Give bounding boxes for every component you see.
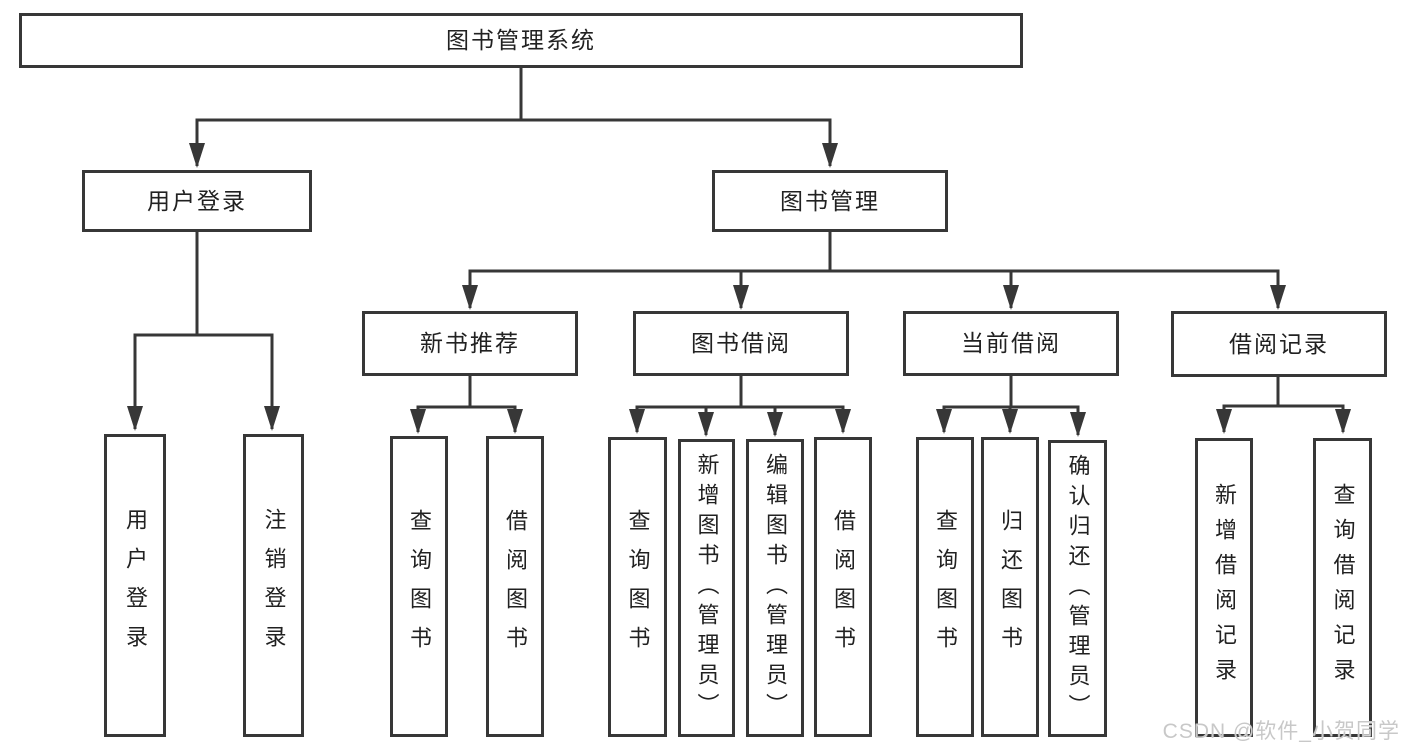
node-label: 查询图书: [407, 508, 432, 665]
edge-book-mgmt-bus: [468, 232, 1280, 273]
node-query-books-borrowing: 查询图书: [608, 437, 667, 737]
node-query-books-current: 查询图书: [916, 437, 974, 737]
node-borrowing-records: 借阅记录: [1171, 311, 1387, 377]
node-user-login: 用户登录: [82, 170, 312, 232]
node-label: 确认归还（管理员）: [1065, 453, 1091, 724]
node-label: 新书推荐: [420, 330, 520, 356]
node-label: 归还图书: [998, 509, 1023, 665]
node-label: 新增借阅记录: [1212, 482, 1237, 693]
node-label: 借阅记录: [1229, 330, 1329, 357]
node-user-login-action: 用户登录: [104, 434, 166, 737]
node-query-borrow-record: 查询借阅记录: [1313, 438, 1372, 737]
node-label: 查询借阅记录: [1330, 482, 1356, 693]
node-label: 编辑图书（管理员）: [763, 453, 788, 723]
node-label: 查询图书: [625, 509, 651, 665]
node-label: 图书借阅: [691, 330, 791, 356]
edge-new-rec-bus: [416, 376, 517, 409]
node-label: 新增图书（管理员）: [694, 453, 720, 723]
node-label: 借阅图书: [831, 509, 856, 665]
edge-book-borrow-bus: [635, 376, 845, 409]
node-label: 用户登录: [123, 507, 148, 664]
node-label: 当前借阅: [961, 330, 1061, 356]
node-query-books-recommend: 查询图书: [390, 436, 448, 737]
edge-root-bus: [195, 68, 832, 122]
node-label: 图书管理: [780, 187, 880, 214]
edge-user-login-bus: [133, 232, 274, 337]
node-edit-books-admin: 编辑图书（管理员）: [746, 439, 804, 737]
node-current-borrowing: 当前借阅: [903, 311, 1119, 376]
csdn-watermark: CSDN @软件_小贺同学: [1162, 720, 1400, 743]
edge-cur-borrow-bus: [942, 376, 1080, 409]
node-new-book-recommend: 新书推荐: [362, 311, 578, 376]
node-confirm-return-admin: 确认归还（管理员）: [1048, 440, 1107, 737]
node-library-system: 图书管理系统: [19, 13, 1023, 68]
edge-records-bus: [1222, 377, 1345, 408]
node-label: 注销登录: [261, 507, 287, 664]
node-label: 用户登录: [147, 187, 247, 214]
node-label: 借阅图书: [503, 508, 528, 665]
node-label: 图书管理系统: [446, 27, 596, 53]
node-return-books: 归还图书: [981, 437, 1039, 737]
node-book-borrowing: 图书借阅: [633, 311, 849, 376]
node-logout-action: 注销登录: [243, 434, 304, 737]
node-add-books-admin: 新增图书（管理员）: [678, 439, 735, 737]
node-borrow-books-borrowing: 借阅图书: [814, 437, 872, 737]
node-book-management: 图书管理: [712, 170, 948, 232]
node-borrow-books-recommend: 借阅图书: [486, 436, 544, 737]
node-add-borrow-record: 新增借阅记录: [1195, 438, 1253, 737]
node-label: 查询图书: [933, 509, 958, 665]
